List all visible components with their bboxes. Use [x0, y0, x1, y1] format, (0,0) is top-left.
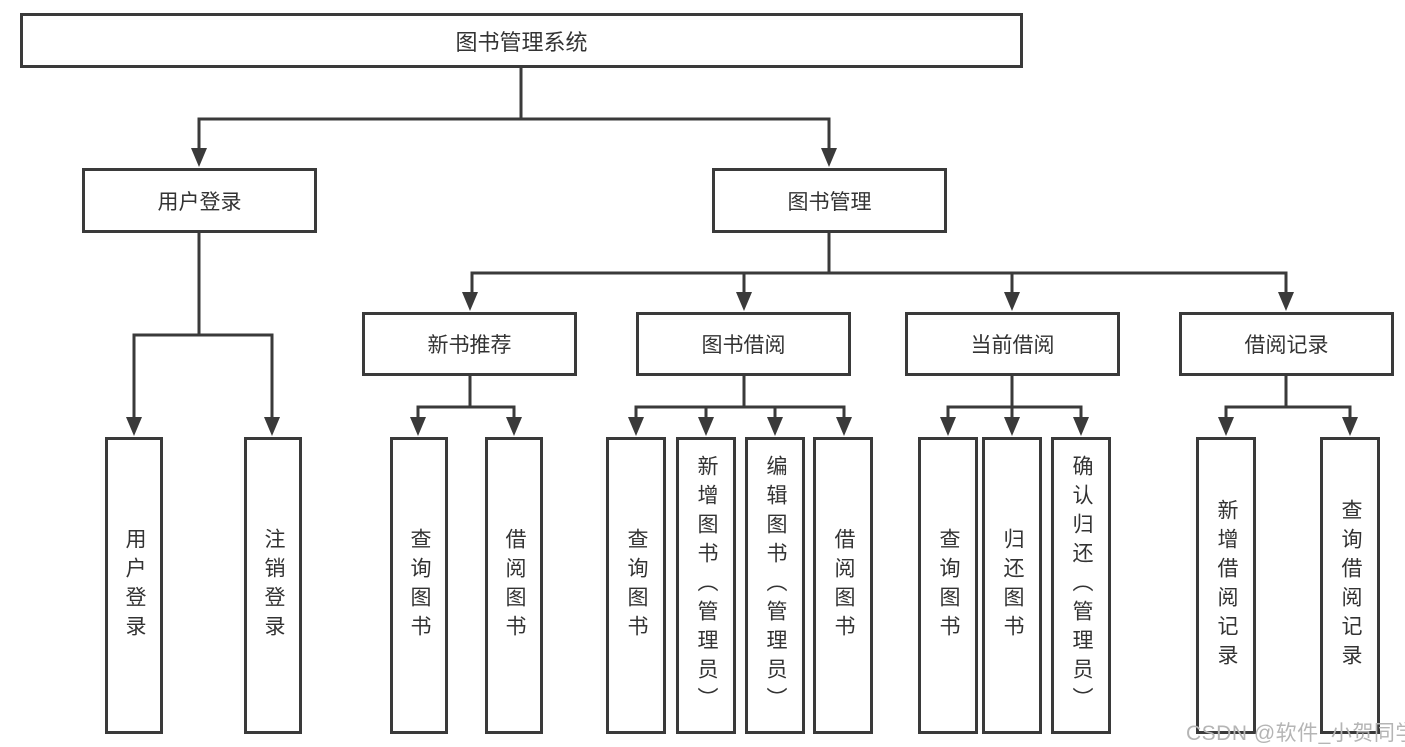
arrowhead-down-icon: [628, 417, 644, 436]
connector-borrow-to-leaves: [634, 376, 846, 420]
connector-records-to-leaves: [1224, 376, 1352, 420]
arrowhead-down-icon: [410, 417, 426, 436]
arrowhead-down-icon: [940, 417, 956, 436]
arrowhead-down-icon: [698, 417, 714, 436]
leaf-edit-books-admin: 编辑图书（管理员）: [745, 437, 805, 734]
leaf-borrow-books: 借阅图书: [813, 437, 873, 734]
node-new-book-recommend: 新书推荐: [362, 312, 577, 376]
node-borrow-records: 借阅记录: [1179, 312, 1394, 376]
node-user-login: 用户登录: [82, 168, 317, 233]
arrowhead-down-icon: [126, 417, 142, 436]
arrowhead-down-icon: [1073, 417, 1089, 436]
leaf-query-books: 查询图书: [606, 437, 666, 734]
arrowhead-down-icon: [736, 292, 752, 311]
arrowhead-down-icon: [1004, 417, 1020, 436]
arrowhead-down-icon: [767, 417, 783, 436]
connector-userlogin-to-leaves: [132, 233, 274, 420]
csdn-watermark: CSDN @软件_小贺同学: [1186, 722, 1405, 745]
arrowhead-down-icon: [1342, 417, 1358, 436]
leaf-query-borrow-record: 查询借阅记录: [1320, 437, 1380, 734]
leaf-query-books: 查询图书: [918, 437, 978, 734]
arrowhead-down-icon: [836, 417, 852, 436]
node-current-borrow: 当前借阅: [905, 312, 1120, 376]
connector-bookmgmt-to-level2: [470, 233, 1288, 294]
node-library-system: 图书管理系统: [20, 13, 1023, 68]
leaf-user-login: 用户登录: [105, 437, 163, 734]
leaf-confirm-return-admin: 确认归还（管理员）: [1051, 437, 1111, 734]
leaf-add-borrow-record: 新增借阅记录: [1196, 437, 1256, 734]
node-book-borrow: 图书借阅: [636, 312, 851, 376]
arrowhead-down-icon: [1004, 292, 1020, 311]
arrowhead-down-icon: [506, 417, 522, 436]
leaf-borrow-books: 借阅图书: [485, 437, 543, 734]
arrowhead-down-icon: [1278, 292, 1294, 311]
connector-newbooks-to-leaves: [416, 376, 516, 420]
arrowhead-down-icon: [191, 148, 207, 167]
leaf-query-books: 查询图书: [390, 437, 448, 734]
connector-current-to-leaves: [946, 376, 1083, 420]
leaf-return-books: 归还图书: [982, 437, 1042, 734]
arrowheads: [126, 148, 1358, 436]
node-book-management: 图书管理: [712, 168, 947, 233]
arrowhead-down-icon: [1218, 417, 1234, 436]
leaf-logout: 注销登录: [244, 437, 302, 734]
connector-root-to-level1: [197, 68, 831, 150]
connector-lines: [132, 68, 1352, 420]
arrowhead-down-icon: [462, 292, 478, 311]
arrowhead-down-icon: [264, 417, 280, 436]
leaf-add-books-admin: 新增图书（管理员）: [676, 437, 736, 734]
arrowhead-down-icon: [821, 148, 837, 167]
